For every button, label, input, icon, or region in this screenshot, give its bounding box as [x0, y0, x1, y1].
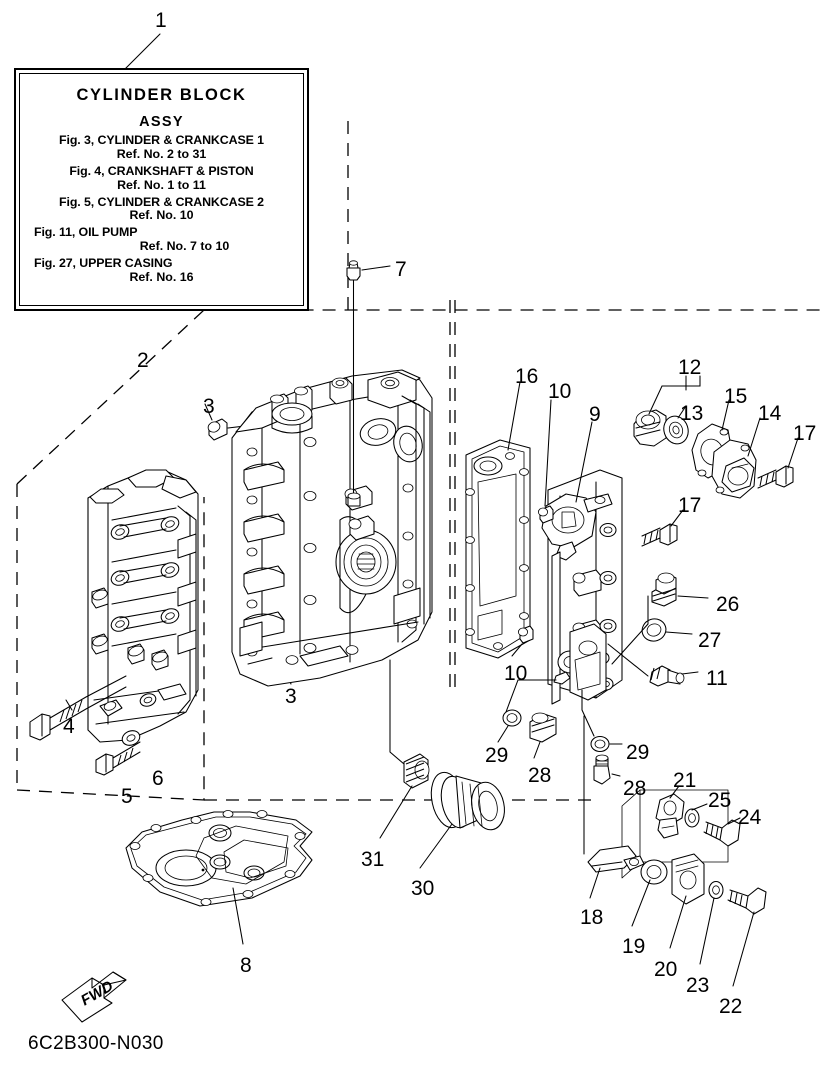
callout-number-21: 21 [673, 769, 697, 792]
fig-line-2: Fig. 4, CRANKSHAFT & PISTON [69, 163, 254, 178]
callout-number-10: 10 [548, 380, 572, 403]
callout-number-12: 12 [678, 356, 702, 379]
bolt-11 [607, 643, 699, 687]
callout-number-1: 1 [155, 9, 167, 32]
callout-number-24: 24 [738, 806, 762, 829]
callout-number-28: 28 [623, 777, 647, 800]
title-block-inner: CYLINDER BLOCK ASSY Fig. 3, CYLINDER & C… [19, 73, 304, 306]
bolt-17-lower [641, 509, 684, 547]
callout-number-15: 15 [724, 385, 748, 408]
callout-number-11: 11 [706, 667, 728, 690]
leader-26-27-branch [611, 595, 649, 665]
callout-number-3: 3 [285, 685, 297, 708]
callout-number-27: 27 [698, 629, 722, 652]
thermostat-cover-14 [711, 417, 761, 499]
plug-7 [346, 260, 391, 507]
ref-line-1: Ref. No. 2 to 31 [116, 146, 207, 161]
callout-number-13: 13 [680, 402, 704, 425]
ref-line-4: Ref. No. 7 to 10 [139, 239, 230, 254]
callout-number-17: 17 [793, 422, 817, 445]
callout-number-23: 23 [686, 974, 710, 997]
callout-number-29: 29 [626, 741, 650, 764]
callout-number-4: 4 [63, 715, 75, 738]
exhaust-cover-part [541, 469, 623, 705]
callout-number-6: 6 [152, 767, 164, 790]
oil-filter-30 [419, 771, 505, 869]
dowel-pin-10-upper [538, 399, 554, 524]
callout-number-29: 29 [485, 744, 509, 767]
washer-6 [121, 730, 141, 746]
drain-plug-28-left [529, 712, 557, 759]
callout-number-5: 5 [121, 785, 133, 808]
title-subheading: ASSY [139, 114, 184, 130]
ref-line-2: Ref. No. 1 to 11 [117, 177, 206, 192]
fig-line-5: Fig. 27, UPPER CASING [34, 256, 173, 271]
drain-plug-28-right [581, 689, 621, 785]
fig-line-3: Fig. 5, CYLINDER & CRANKCASE 2 [59, 194, 264, 209]
o-ring-27 [641, 618, 693, 642]
callout-number-31: 31 [361, 848, 385, 871]
dowel-pin-3-upper [204, 403, 331, 441]
bolt-17-right [757, 437, 799, 489]
ref-line-5: Ref. No. 16 [129, 270, 194, 285]
leader-9 [575, 421, 593, 503]
callout-number-28: 28 [528, 764, 552, 787]
callout-number-7: 7 [395, 258, 407, 281]
callout-number-8: 8 [240, 954, 252, 977]
title-heading: CYLINDER BLOCK [76, 86, 247, 104]
oil-filter-adapter-31 [379, 659, 430, 839]
anode-group [583, 715, 767, 987]
fwd-label: FWD [78, 977, 117, 1010]
callout-number-3: 3 [203, 395, 215, 418]
ref-line-3: Ref. No. 10 [129, 208, 194, 223]
callout-number-26: 26 [716, 593, 740, 616]
gasket-29-left [497, 679, 557, 743]
callout-number-9: 9 [589, 403, 601, 426]
dowel-pin-3-lower [270, 640, 292, 685]
callout-number-2: 2 [137, 349, 149, 372]
bolt-4 [29, 675, 127, 741]
callout-number-22: 22 [719, 995, 743, 1018]
leader-1 [123, 33, 161, 71]
fig-line-1: Fig. 3, CYLINDER & CRANKCASE 1 [59, 133, 264, 147]
callout-number-19: 19 [622, 935, 646, 958]
callout-number-16: 16 [515, 365, 539, 388]
callout-number-18: 18 [580, 906, 604, 929]
callout-number-25: 25 [708, 789, 732, 812]
dowel-pin-10-lower [511, 625, 534, 657]
title-block: CYLINDER BLOCK ASSY Fig. 3, CYLINDER & C… [14, 68, 309, 311]
crankcase-part [87, 469, 199, 743]
cylinder-block-part [231, 369, 433, 687]
exhaust-cover-gasket-16 [465, 381, 531, 659]
callout-number-10: 10 [504, 662, 528, 685]
callout-number-30: 30 [411, 877, 435, 900]
gasket-29-right [590, 735, 623, 753]
callout-number-17: 17 [678, 494, 702, 517]
callout-number-14: 14 [758, 402, 782, 425]
bolt-5 [95, 741, 141, 776]
fitting-26 [651, 572, 709, 607]
fig-line-4: Fig. 11, OIL PUMP [34, 225, 138, 240]
callout-number-20: 20 [654, 958, 678, 981]
lower-casing-gasket-8 [125, 810, 313, 945]
drawing-code: 6C2B300-N030 [28, 1033, 164, 1054]
